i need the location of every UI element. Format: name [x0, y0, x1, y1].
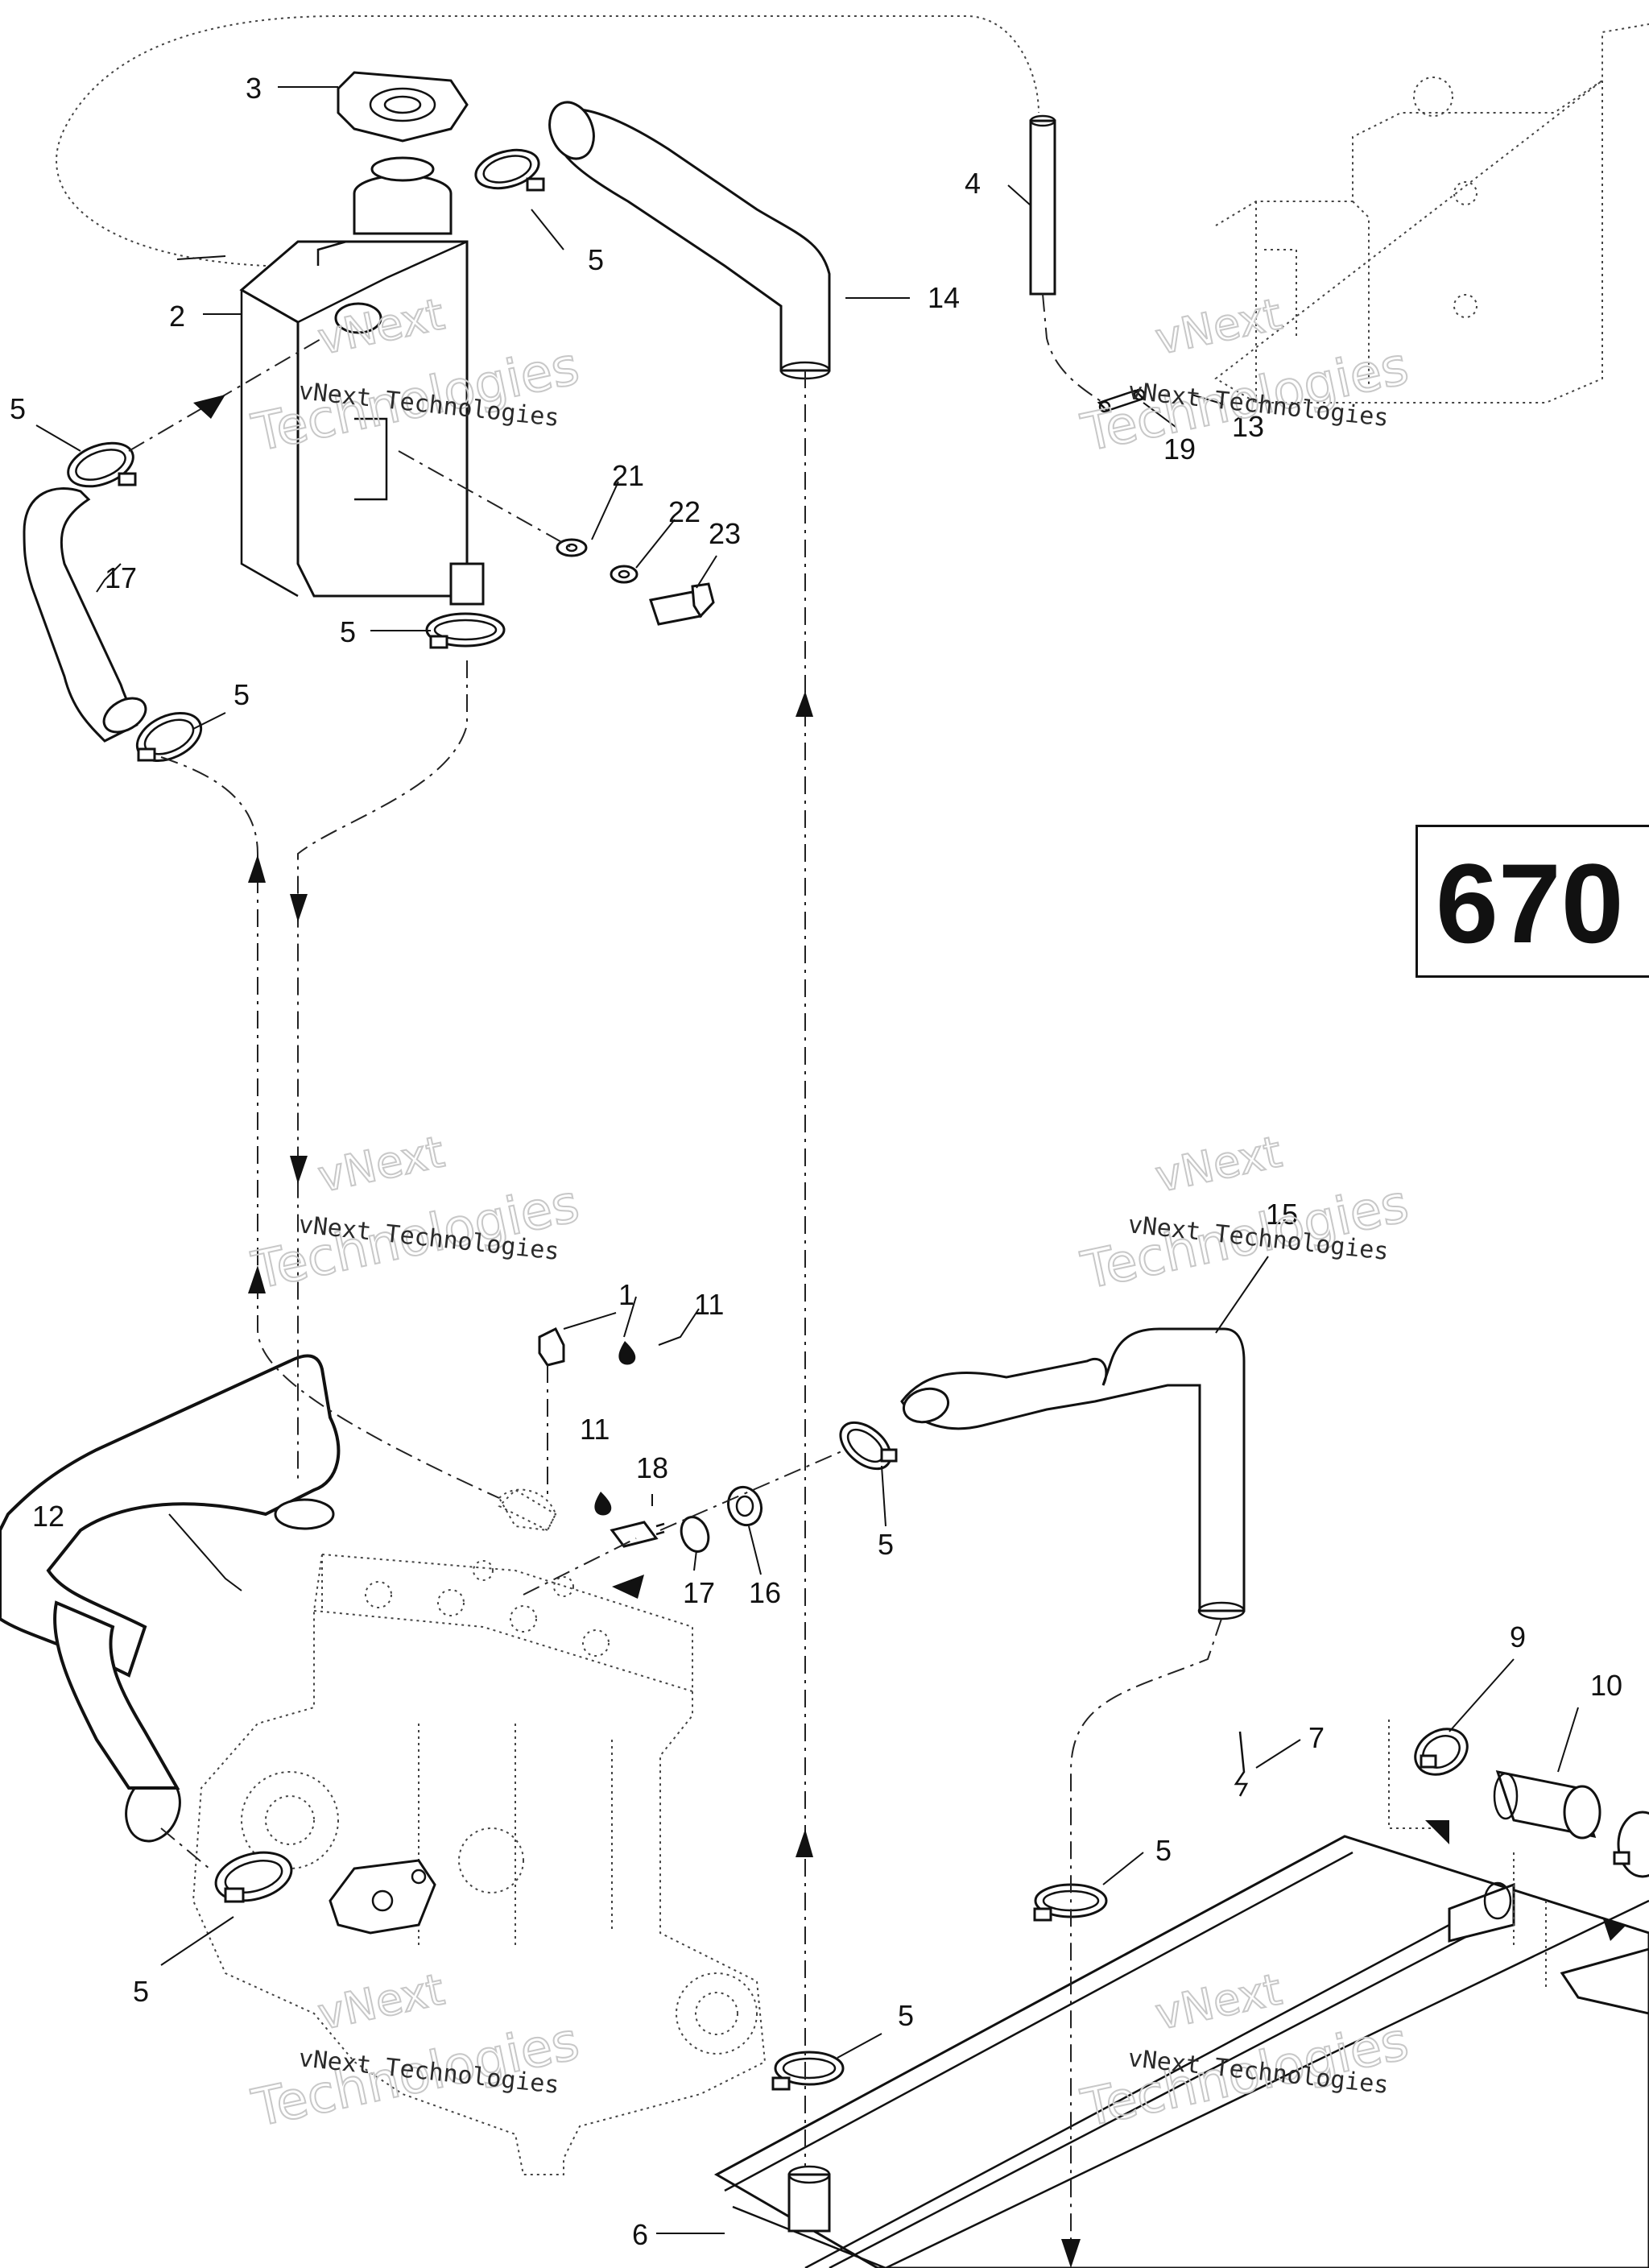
callout-15: 15 [1266, 1198, 1298, 1231]
hose-clamp [1414, 1728, 1469, 1776]
callout-3: 3 [246, 72, 262, 105]
thermostat-housing [498, 1488, 557, 1532]
callout-17: 17 [683, 1576, 715, 1609]
push-rivet [1234, 1731, 1249, 1797]
svg-text:vNext: vNext [314, 1964, 448, 2039]
flow-path [160, 756, 500, 1499]
flow-arrow-icon [796, 1829, 813, 1857]
callout-16: 16 [749, 1576, 781, 1609]
hose-clamp [771, 2051, 845, 2091]
model-label: 670 [1436, 840, 1624, 966]
callout-13: 13 [1232, 410, 1264, 443]
callout-23: 23 [709, 517, 741, 550]
fuel-tank-outline [1214, 23, 1649, 404]
callout-10: 10 [1590, 1669, 1622, 1702]
hose-clamp [214, 1851, 293, 1903]
hex-bolt [649, 582, 715, 626]
flow-arrow-icon [612, 1575, 644, 1599]
watermark: vNext Technologies vNext Technologies [246, 1963, 585, 2140]
connector-tube [1493, 1770, 1601, 1840]
callout-19: 19 [1163, 432, 1196, 466]
svg-text:vNext: vNext [314, 1126, 448, 1202]
temperature-sensor [610, 1521, 665, 1548]
svg-text:vNext: vNext [1151, 1126, 1286, 1202]
vent-tube [1029, 114, 1056, 296]
lock-washer [610, 565, 639, 584]
sealant-drop-icon [618, 1341, 636, 1365]
callout-5: 5 [898, 1999, 914, 2032]
coolant-reservoir-tank [239, 156, 485, 606]
hose-clamp [474, 148, 545, 192]
flow-path [523, 1449, 846, 1595]
radiator-hose [900, 1327, 1246, 1620]
hose-clamp [425, 612, 506, 649]
callout-21: 21 [612, 459, 644, 492]
callout-5: 5 [10, 392, 26, 425]
hose-clamp [839, 1421, 898, 1471]
flow-path [1042, 293, 1104, 404]
flow-arrow-icon [796, 691, 813, 717]
sealant-drop-icon [594, 1492, 612, 1516]
callout-11: 11 [694, 1288, 724, 1321]
flow-arrow-icon [1425, 1820, 1449, 1844]
reservoir-cap [337, 71, 469, 143]
flow-arrow-icon [290, 1156, 308, 1184]
callout-5: 5 [878, 1528, 894, 1561]
callout-5: 5 [340, 615, 356, 648]
callout-12: 12 [32, 1500, 64, 1533]
flow-arrow-icon [1061, 2239, 1081, 2268]
callout-5: 5 [588, 243, 604, 276]
flow-arrow-icon [248, 1265, 266, 1293]
callout-7: 7 [1308, 1721, 1325, 1754]
callout-1: 1 [618, 1278, 634, 1311]
hose-fitting [1097, 388, 1146, 413]
engine-outlet-hose [0, 1354, 341, 1843]
callout-11: 11 [580, 1413, 610, 1446]
callout-6: 6 [632, 2218, 648, 2251]
overflow-hose [548, 101, 831, 380]
inlet-hose [23, 487, 147, 743]
hose-clamp [67, 441, 137, 488]
engine-block-outline [192, 1488, 767, 2175]
callout-22: 22 [668, 495, 701, 528]
drain-plug [538, 1326, 565, 1367]
callout-5: 5 [133, 1975, 149, 2008]
radiator [713, 1835, 1649, 2268]
flow-arrow-icon [1602, 1917, 1626, 1941]
callout-18: 18 [636, 1451, 668, 1484]
thermostat [726, 1485, 763, 1527]
hose-clamp [135, 711, 203, 763]
thermostat-gasket [680, 1516, 710, 1553]
callout-14: 14 [928, 281, 960, 314]
flow-arrow-icon [248, 855, 266, 883]
hose-clamp [1613, 1811, 1649, 1878]
flow-arrow-icon [290, 894, 308, 922]
flow-path [297, 660, 468, 1482]
model-label-box: 670 [1415, 825, 1649, 978]
watermark: vNext Technologies vNext Technologies [1076, 1125, 1415, 1302]
callout-4: 4 [965, 167, 981, 200]
flow-path [160, 1827, 210, 1869]
callout-2: 2 [169, 300, 185, 333]
flat-washer [556, 538, 588, 557]
overflow-hose-route [56, 15, 1039, 267]
callout-20: 17 [105, 561, 137, 594]
callout-9: 9 [1510, 1620, 1526, 1653]
flow-path [1070, 1618, 1222, 2268]
svg-text:vNext: vNext [1151, 288, 1286, 364]
hose-route-outline [1388, 1720, 1547, 1989]
callout-leaders [35, 86, 1579, 2234]
flow-arrow-icon [193, 395, 225, 419]
callout-5: 5 [1155, 1834, 1172, 1867]
callout-5: 5 [234, 678, 250, 711]
water-outlet-housing [329, 1859, 436, 1935]
